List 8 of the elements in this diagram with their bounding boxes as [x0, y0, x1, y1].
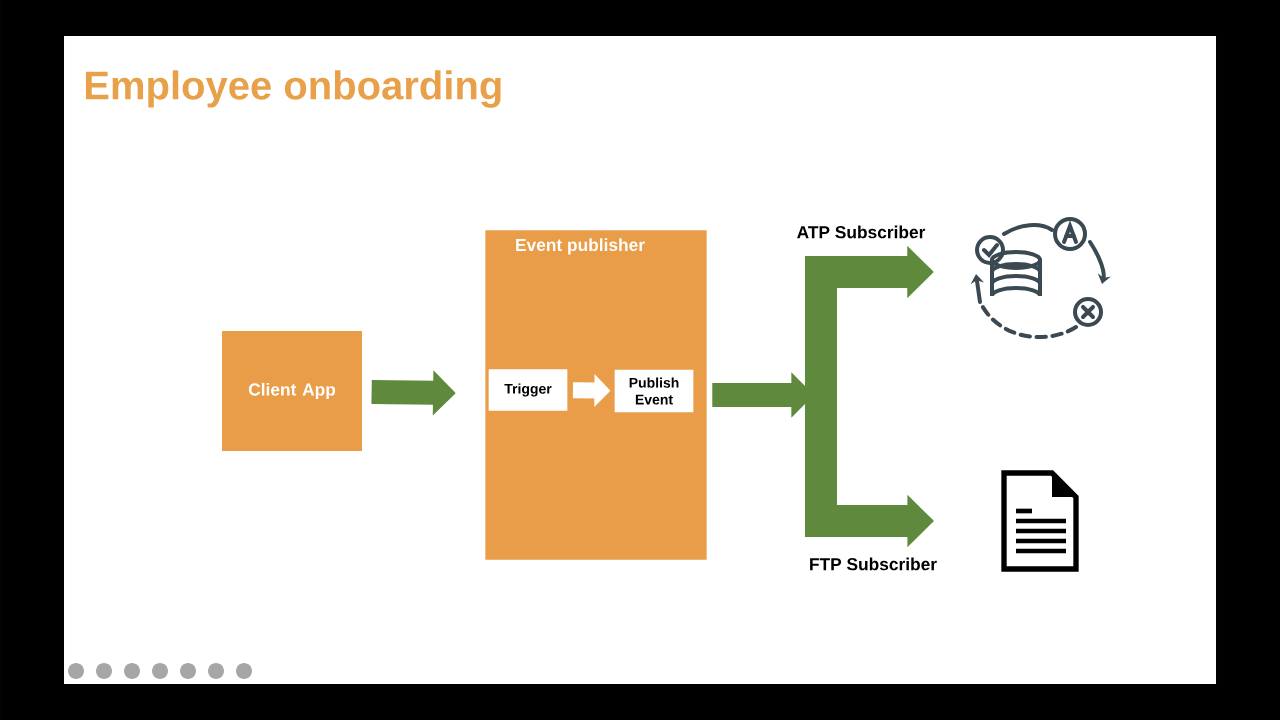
database-icon: [970, 217, 1111, 339]
process-box: Client App: [222, 331, 362, 451]
subscriber-label: ATP Subscriber: [797, 225, 926, 239]
slide-title: Employee onboarding: [85, 70, 501, 108]
document-icon: [1001, 470, 1079, 572]
subscriber-label: FTP Subscriber: [810, 557, 937, 571]
process-box: Trigger: [488, 369, 568, 411]
process-box: Publish Event: [614, 369, 694, 413]
